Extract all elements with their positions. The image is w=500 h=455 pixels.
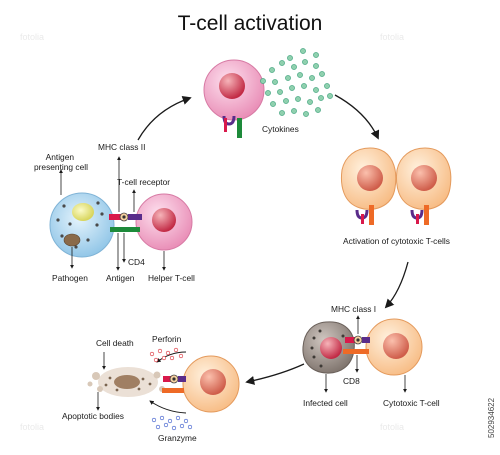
cytotoxic-t-cell-b xyxy=(396,147,452,225)
cytokine-particle xyxy=(291,108,297,114)
cytokine-particle xyxy=(302,59,308,65)
arrow-infected-to-apoptosis xyxy=(245,363,305,385)
label-cell-death: Cell death xyxy=(96,338,134,348)
svg-text:fotolia: fotolia xyxy=(380,422,404,432)
activated-helper-t-cell xyxy=(203,59,265,138)
granzyme-particle xyxy=(179,423,185,429)
perforin-particle xyxy=(178,353,184,359)
mhc-i-tcr-cd8-complex xyxy=(343,335,370,354)
perforin-particle xyxy=(165,350,171,356)
perforin-particle xyxy=(157,348,163,354)
cytokine-particle xyxy=(260,78,266,84)
label-cytotoxic-t-cell: Cytotoxic T-cell xyxy=(383,398,440,408)
label-infected-cell: Infected cell xyxy=(303,398,348,408)
perforin-particles xyxy=(149,347,184,363)
cytokine-particle xyxy=(327,93,333,99)
cytokine-particle xyxy=(297,72,303,78)
granzyme-particle xyxy=(171,425,177,431)
label-cytokines: Cytokines xyxy=(262,124,299,134)
label-activation-of-cytotoxic-t-cells: Activation of cytotoxic T-cells xyxy=(343,236,450,246)
cytokine-particle xyxy=(307,99,313,105)
arrow-perforin xyxy=(156,351,187,363)
cytokine-particle xyxy=(279,60,285,66)
pathogen-shape xyxy=(63,233,81,247)
granzyme-particle xyxy=(187,424,193,430)
granzyme-particle xyxy=(175,415,181,421)
granzyme-particle xyxy=(151,417,157,423)
cytokine-particle xyxy=(283,98,289,104)
perforin-particle xyxy=(149,351,155,357)
cytokine-particle xyxy=(272,79,278,85)
cytokine-particle xyxy=(313,87,319,93)
cytokine-particle xyxy=(289,85,295,91)
cytokine-particle xyxy=(315,107,321,113)
perforin-particle xyxy=(161,355,167,361)
label-t-cell-receptor: T-cell receptor xyxy=(117,177,170,187)
cytokine-particle xyxy=(324,83,330,89)
cytokine-particle xyxy=(313,63,319,69)
infected-cell xyxy=(302,321,355,374)
cytokine-particle xyxy=(300,48,306,54)
cytokine-particle xyxy=(295,96,301,102)
svg-text:fotolia: fotolia xyxy=(380,32,404,42)
cytokine-particle xyxy=(277,89,283,95)
granzyme-particle xyxy=(163,422,169,428)
cytokine-particle xyxy=(269,67,275,73)
label-mhc-class-i: MHC class I xyxy=(331,304,376,314)
apoptotic-cell xyxy=(87,367,165,397)
cytokine-particle xyxy=(303,111,309,117)
stock-id: 502934622 xyxy=(487,397,496,438)
perforin-particle xyxy=(169,355,175,361)
antigen-presenting-cell xyxy=(49,192,115,258)
granzyme-particle xyxy=(155,424,161,430)
mhc-ii-tcr-complex xyxy=(109,212,142,232)
cytokine-particle xyxy=(319,71,325,77)
label-antigen-presenting-cell: Antigen presenting cell xyxy=(34,152,88,172)
label-apoptotic-bodies: Apoptotic bodies xyxy=(62,411,124,421)
label-antigen: Antigen xyxy=(106,273,135,283)
cytokine-particle xyxy=(301,83,307,89)
perforin-particle xyxy=(153,357,159,363)
cytotoxic-t-cell-a xyxy=(341,147,397,225)
arrow-activation-to-infected xyxy=(384,261,409,309)
label-mhc-class-ii: MHC class II xyxy=(98,142,145,152)
label-granzyme: Granzyme xyxy=(158,433,197,443)
cytokine-particle xyxy=(287,55,293,61)
cytotoxic-t-cell-attacking xyxy=(365,318,423,376)
cytokine-particle xyxy=(265,90,271,96)
arrow-apc-to-cytokines xyxy=(137,96,192,141)
label-apc-line1: Antigen xyxy=(46,152,75,162)
granzyme-particle xyxy=(183,418,189,424)
cytokine-particle xyxy=(318,95,324,101)
cytokine-particle xyxy=(285,75,291,81)
label-cd8: CD8 xyxy=(343,376,360,386)
helper-t-cell xyxy=(135,193,193,251)
label-apc-line2: presenting cell xyxy=(34,162,88,172)
label-cd4: CD4 xyxy=(128,257,145,267)
label-perforin: Perforin xyxy=(152,334,182,344)
granzyme-particle xyxy=(167,418,173,424)
granzyme-particle xyxy=(159,415,165,421)
granzyme-particles xyxy=(151,415,193,431)
cytokine-particle xyxy=(270,101,276,107)
diagram-title: T-cell activation xyxy=(178,12,323,35)
attacking-t-cell xyxy=(162,355,240,413)
perforin-particle xyxy=(173,347,179,353)
watermark: fotolia fotolia fotolia fotolia xyxy=(20,32,404,432)
arrow-cytokines-to-activation xyxy=(334,94,380,140)
cytokine-particle xyxy=(309,75,315,81)
label-pathogen: Pathogen xyxy=(52,273,88,283)
cytokine-cloud xyxy=(260,48,333,117)
arrow-granzyme xyxy=(149,400,187,414)
cytokine-particle xyxy=(313,52,319,58)
label-helper-t-cell: Helper T-cell xyxy=(148,273,195,283)
svg-text:fotolia: fotolia xyxy=(20,422,44,432)
cytokine-particle xyxy=(279,110,285,116)
cytokine-particle xyxy=(291,64,297,70)
svg-text:fotolia: fotolia xyxy=(20,32,44,42)
